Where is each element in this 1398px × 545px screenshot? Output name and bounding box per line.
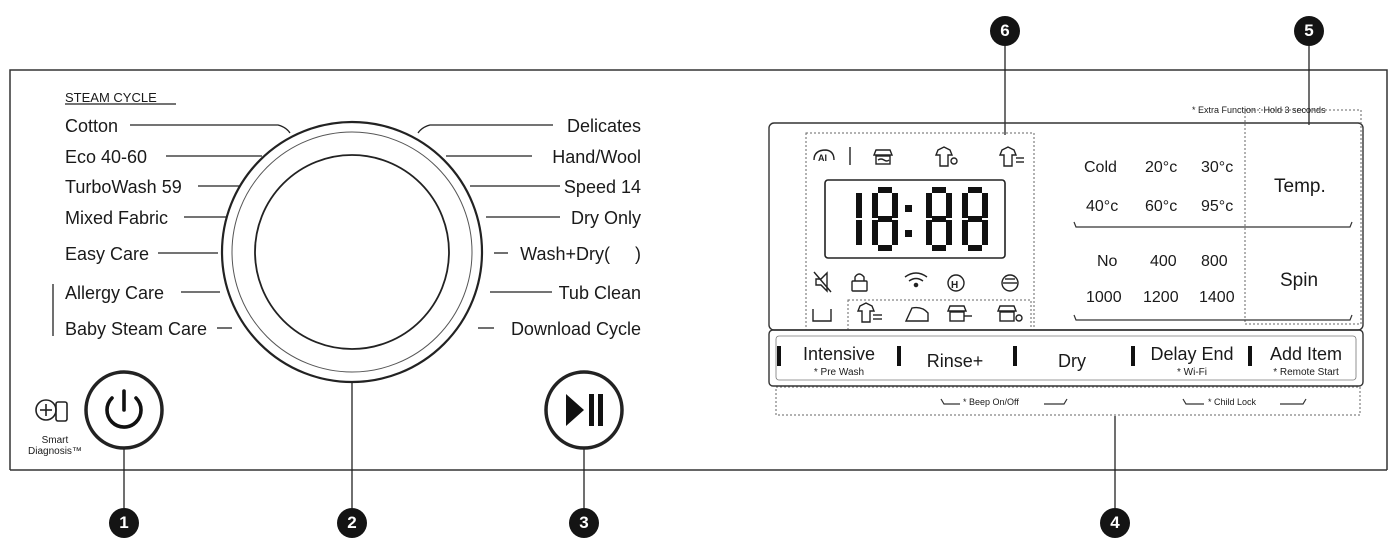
smart-diagnosis-line-2: Diagnosis™ — [28, 445, 82, 457]
mute-icon — [813, 271, 832, 293]
delay-end-button[interactable]: Delay End * Wi-Fi — [1140, 344, 1244, 378]
spin-800: 800 — [1201, 253, 1228, 270]
program-dial — [220, 120, 484, 384]
lcd-colon-dot — [905, 230, 912, 237]
lcd-segment — [856, 220, 862, 245]
temp-30: 30°c — [1201, 159, 1234, 176]
program-cotton[interactable]: Cotton — [65, 116, 119, 136]
iron-icon — [904, 306, 929, 322]
delay-end-label: Delay End — [1150, 344, 1234, 364]
program-easy-care[interactable]: Easy Care — [65, 244, 150, 264]
lcd-segment — [946, 193, 952, 218]
program-download-cycle[interactable]: Download Cycle — [510, 319, 641, 339]
smart-diagnosis-label: Smart Diagnosis™ — [28, 435, 82, 457]
intensive-sublabel: * Pre Wash — [813, 367, 865, 378]
svg-text:H: H — [951, 280, 958, 291]
lcd-segment — [932, 187, 946, 193]
tub-icon — [812, 309, 832, 322]
lcd-segment — [968, 245, 982, 251]
lcd-segment — [982, 193, 988, 218]
lcd-colon-dot — [905, 205, 912, 212]
temp-60: 60°c — [1145, 198, 1178, 215]
temp-cold: Cold — [1084, 159, 1117, 176]
lcd-segment — [962, 220, 968, 245]
rinse-icon — [856, 302, 882, 323]
program-turbowash-59[interactable]: TurboWash 59 — [65, 177, 182, 197]
dry-label: Dry — [1058, 351, 1086, 371]
add-item-button[interactable]: Add Item * Remote Start — [1256, 344, 1356, 378]
steam-cycle-heading: STEAM CYCLE — [65, 90, 157, 105]
lcd-segment — [926, 220, 932, 245]
drum-icon — [1001, 274, 1019, 292]
smart-diagnosis-icon — [35, 399, 68, 422]
wash-icon — [872, 149, 894, 165]
lcd-segment — [962, 193, 968, 218]
lcd-segment — [878, 187, 892, 193]
spin-400: 400 — [1150, 253, 1177, 270]
lcd-segment — [892, 193, 898, 218]
lcd-segment — [878, 245, 892, 251]
intensive-label: Intensive — [802, 344, 876, 364]
spin-1400: 1400 — [1199, 289, 1235, 306]
add-item-label: Add Item — [1269, 344, 1343, 364]
lcd-segment — [946, 220, 952, 245]
program-mixed-fabric[interactable]: Mixed Fabric — [65, 208, 169, 228]
program-speed-14[interactable]: Speed 14 — [563, 177, 641, 197]
delay-end-sublabel: * Wi-Fi — [1177, 367, 1207, 378]
rinse-button[interactable]: Rinse+ — [905, 351, 1005, 372]
add-item-sublabel: * Remote Start — [1273, 367, 1339, 378]
shirt-icon — [998, 146, 1024, 167]
smart-icon: H — [947, 274, 965, 292]
temp-95: 95°c — [1201, 198, 1234, 215]
lcd-segment — [968, 216, 982, 222]
temp-button[interactable]: Temp. — [1274, 176, 1326, 197]
wifi-icon — [904, 272, 928, 288]
program-tub-clean[interactable]: Tub Clean — [558, 283, 641, 303]
callout-badge-4: 4 — [1100, 508, 1130, 538]
program-allergy-care[interactable]: Allergy Care — [65, 283, 165, 303]
svg-text:AI: AI — [818, 153, 827, 163]
temp-20: 20°c — [1145, 159, 1178, 176]
spin-button[interactable]: Spin — [1280, 270, 1319, 291]
dry-button[interactable]: Dry — [1022, 351, 1122, 372]
lcd-segment — [982, 220, 988, 245]
smart-diagnosis-line-1: Smart — [41, 435, 69, 446]
steam-shirt-icon — [934, 146, 958, 167]
spin-1200: 1200 — [1143, 289, 1179, 306]
callout-badge-5: 5 — [1294, 16, 1324, 46]
program-eco-40-60[interactable]: Eco 40-60 — [65, 147, 148, 167]
program-baby-steam-care[interactable]: Baby Steam Care — [65, 319, 208, 339]
callout-badge-1: 1 — [109, 508, 139, 538]
callout-badge-3: 3 — [569, 508, 599, 538]
callout-badge-2: 2 — [337, 508, 367, 538]
program-hand-wool[interactable]: Hand/Wool — [552, 147, 641, 167]
callout-badge-6: 6 — [990, 16, 1020, 46]
lcd-segment — [932, 216, 946, 222]
lock-icon — [851, 273, 868, 292]
program-delicates[interactable]: Delicates — [566, 116, 641, 136]
lcd-segment — [892, 220, 898, 245]
lcd-segment — [856, 193, 862, 218]
spin-1000: 1000 — [1086, 289, 1122, 306]
lcd-segment — [932, 245, 946, 251]
spin-no: No — [1097, 253, 1118, 270]
child-lock-note: * Child Lock — [1208, 397, 1257, 407]
lcd-segment — [878, 216, 892, 222]
lcd-segment — [968, 187, 982, 193]
beep-note: * Beep On/Off — [963, 397, 1019, 407]
extra-function-note: * Extra Function : Hold 3 seconds — [1192, 105, 1326, 115]
program-wash-dry[interactable]: Wash+Dry( ) — [520, 244, 641, 264]
program-dry-only[interactable]: Dry Only — [570, 208, 641, 228]
rinse-label: Rinse+ — [926, 351, 984, 371]
lcd-segment — [872, 220, 878, 245]
intensive-button[interactable]: Intensive * Pre Wash — [786, 344, 892, 378]
ai-icon: AI — [813, 149, 835, 163]
lcd-segment — [872, 193, 878, 218]
dry-icon — [996, 305, 1023, 322]
spin-icon — [946, 305, 972, 322]
lcd-segment — [926, 193, 932, 218]
temp-40: 40°c — [1086, 198, 1119, 215]
